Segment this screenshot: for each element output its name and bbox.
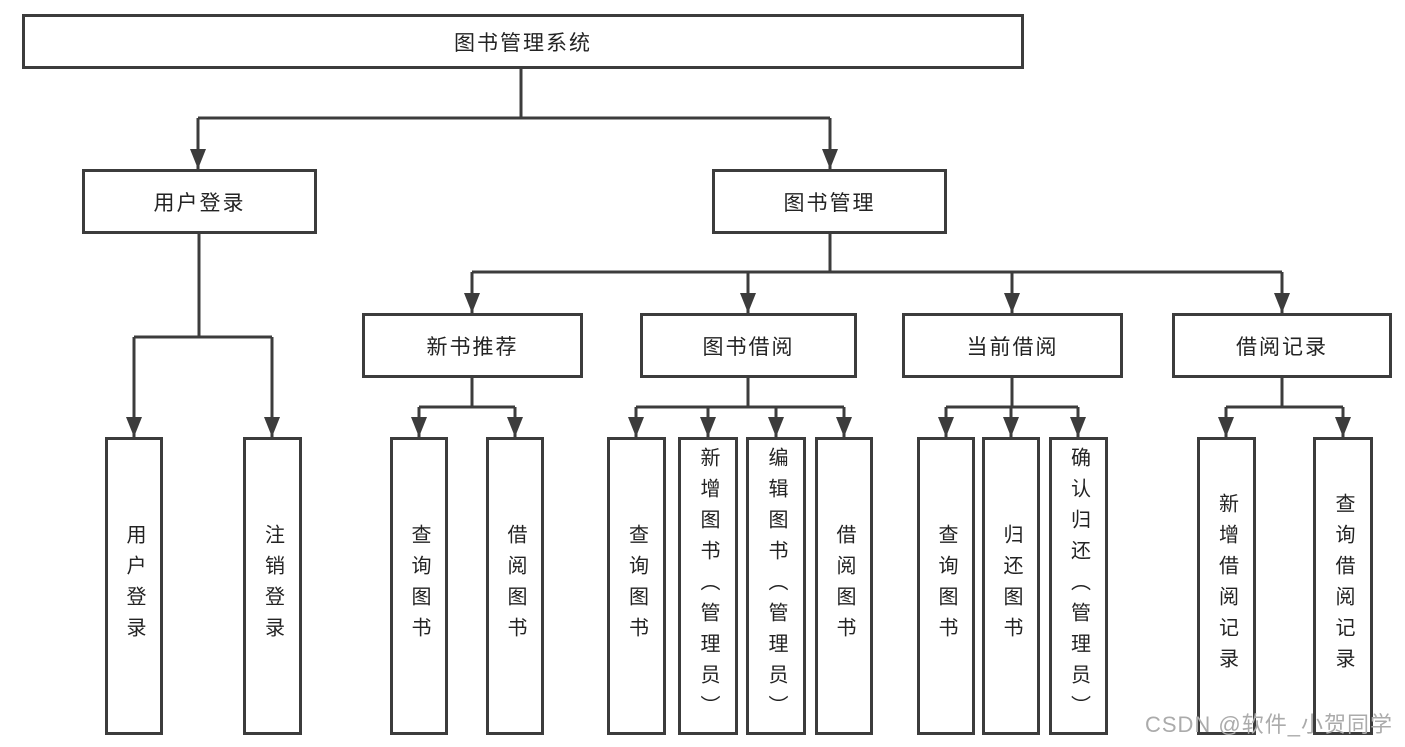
arrow-down-icon (938, 417, 954, 437)
leaf-edit-books-admin: 编辑图书（管理员） (746, 437, 806, 735)
arrow-down-icon (1004, 293, 1020, 313)
arrow-down-icon (464, 293, 480, 313)
leaf-query-books-recommend: 查询图书 (390, 437, 448, 735)
arrow-down-icon (507, 417, 523, 437)
leaf-add-books-admin: 新增图书（管理员） (678, 437, 738, 735)
arrow-down-icon (740, 293, 756, 313)
node-label: 新书推荐 (426, 335, 519, 359)
arrow-down-icon (1274, 293, 1290, 313)
connector-user-login-to-leaves (132, 234, 274, 437)
leaf-label: 编辑图书（管理员） (765, 446, 787, 726)
csdn-watermark: CSDN @软件_小贺同学 (1144, 712, 1393, 737)
arrow-down-icon (1218, 417, 1234, 437)
leaf-return-books: 归还图书 (982, 437, 1040, 735)
arrow-down-icon (1070, 417, 1086, 437)
node-label: 用户登录 (153, 191, 246, 215)
node-label: 借阅记录 (1236, 335, 1328, 359)
leaf-borrow-books-recommend: 借阅图书 (486, 437, 544, 735)
arrow-down-icon (264, 417, 280, 437)
leaf-borrow-books: 借阅图书 (815, 437, 873, 735)
node-label: 图书借阅 (702, 335, 795, 359)
arrow-down-icon (190, 149, 206, 169)
arrow-down-icon (700, 417, 716, 437)
arrow-down-icon (1335, 417, 1351, 437)
arrow-down-icon (836, 417, 852, 437)
leaf-label: 查询图书 (625, 524, 648, 648)
node-new-book-recommendation: 新书推荐 (362, 313, 583, 378)
connector-book-borrow-to-leaves (634, 378, 846, 437)
connector-new-book-rec-to-leaves (417, 378, 517, 437)
leaf-label: 确认归还（管理员） (1067, 446, 1090, 726)
leaf-label: 查询借阅记录 (1332, 493, 1354, 679)
node-book-borrowing: 图书借阅 (640, 313, 857, 378)
leaf-label: 查询图书 (408, 524, 430, 648)
connector-borrow-record-to-leaves (1224, 378, 1345, 437)
leaf-confirm-return-admin: 确认归还（管理员） (1049, 437, 1108, 735)
arrow-down-icon (1003, 417, 1019, 437)
connector-book-management-to-modules (470, 234, 1284, 313)
arrowhead-icons (126, 149, 1351, 437)
leaf-label: 归还图书 (1000, 524, 1022, 648)
arrow-down-icon (768, 417, 784, 437)
node-label: 图书管理系统 (454, 31, 592, 55)
node-library-management-system: 图书管理系统 (22, 14, 1024, 69)
node-label: 图书管理 (783, 191, 876, 215)
leaf-label: 查询图书 (935, 524, 957, 648)
leaf-label: 借阅图书 (504, 524, 526, 648)
leaf-label: 新增借阅记录 (1215, 493, 1238, 679)
leaf-query-books-current: 查询图书 (917, 437, 975, 735)
leaf-query-borrow-record: 查询借阅记录 (1313, 437, 1373, 735)
leaf-query-books-borrow: 查询图书 (607, 437, 666, 735)
leaf-label: 注销登录 (261, 524, 284, 648)
arrow-down-icon (628, 417, 644, 437)
leaf-logout-login: 注销登录 (243, 437, 302, 735)
node-book-management: 图书管理 (712, 169, 947, 234)
arrow-down-icon (822, 149, 838, 169)
leaf-label: 借阅图书 (833, 524, 855, 648)
leaf-add-borrow-record: 新增借阅记录 (1197, 437, 1256, 735)
arrow-down-icon (126, 417, 142, 437)
node-label: 当前借阅 (966, 335, 1059, 359)
node-current-borrowing: 当前借阅 (902, 313, 1123, 378)
connector-root-to-level2 (196, 69, 832, 169)
leaf-label: 用户登录 (123, 524, 145, 648)
leaf-user-login: 用户登录 (105, 437, 163, 735)
node-borrowing-records: 借阅记录 (1172, 313, 1392, 378)
arrow-down-icon (411, 417, 427, 437)
leaf-label: 新增图书（管理员） (697, 446, 719, 726)
node-user-login: 用户登录 (82, 169, 317, 234)
